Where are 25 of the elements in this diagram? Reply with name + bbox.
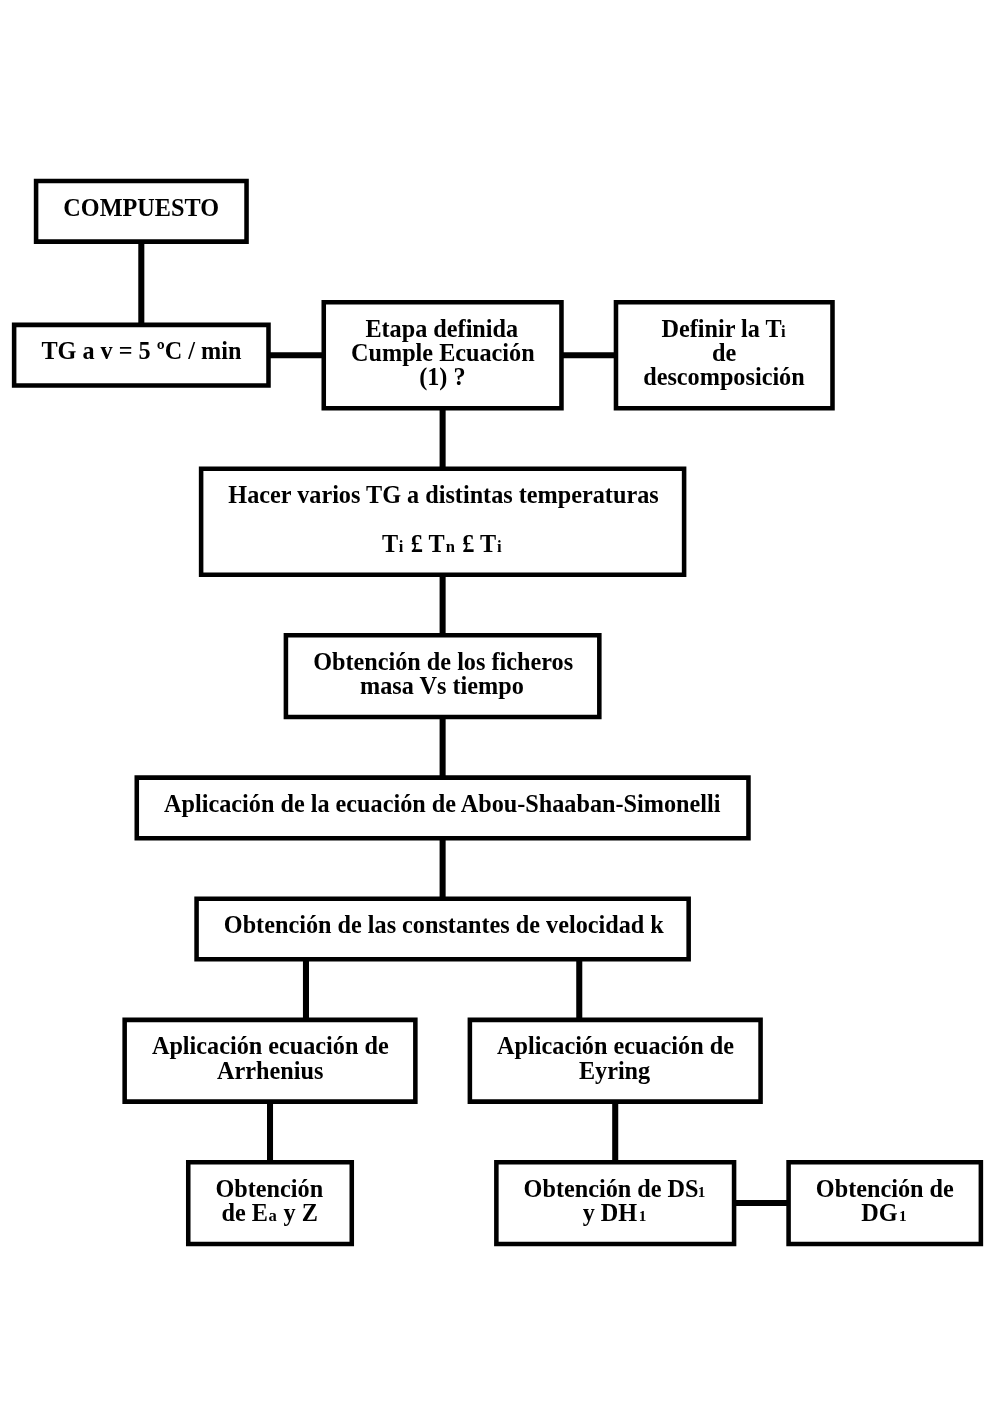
connector — [439, 408, 446, 469]
node-box: Aplicación ecuación de Arrhenius — [122, 1017, 418, 1104]
connector — [267, 1101, 274, 1162]
node-box: Aplicación de la ecuación de Abou-Shaaban-Simonelli — [134, 775, 751, 841]
connector — [576, 959, 583, 1020]
node-box: Obtención de DG1 — [786, 1159, 984, 1247]
node-box: Definir la Ti de descomposición — [613, 299, 835, 411]
connector — [138, 241, 145, 325]
node-box: Obtención de DS1 y DH1 — [494, 1159, 737, 1247]
node-box: Etapa definida Cumple Ecuación (1) ? — [321, 299, 564, 411]
node-box: Obtención de los ficheros masa Vs tiempo — [283, 633, 602, 720]
connector — [268, 352, 324, 359]
connector — [612, 1101, 619, 1162]
connector — [302, 959, 309, 1020]
connector — [439, 574, 446, 636]
connector — [439, 717, 446, 778]
node-box: Obtención de las constantes de velocidad k — [194, 896, 691, 962]
node-box: Obtención de Ea y Z — [186, 1159, 355, 1247]
connector — [734, 1200, 789, 1207]
node-box: TG a v = 5 ºC / min — [11, 322, 271, 388]
connector — [439, 838, 446, 899]
node-box: COMPUESTO — [33, 178, 249, 244]
node-box: Hacer varios TG a distintas temperaturas Ti £ Tn £ Ti — [198, 466, 687, 577]
connector — [561, 352, 616, 359]
node-box: Aplicación ecuación de Eyring — [467, 1017, 763, 1104]
